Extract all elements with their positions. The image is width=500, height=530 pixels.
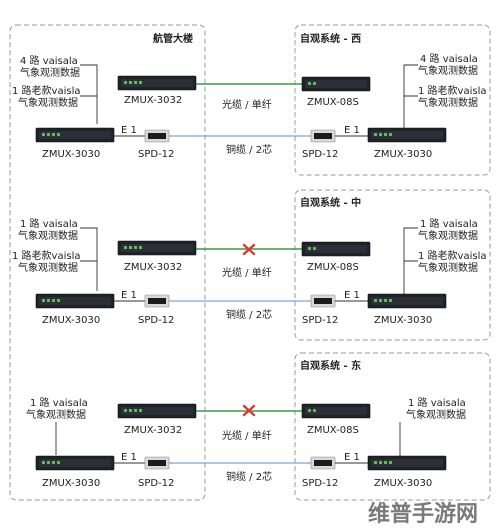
east-spd-right-label: SPD-12 [302,478,338,489]
east-zmux-3032-device [117,403,197,419]
middle-spd-left-label: SPD-12 [138,315,174,326]
middle-zmux-3030-left-device [35,293,115,309]
west-spd-left-label: SPD-12 [138,149,174,160]
east-bottom-left-device-label: ZMUX-3030 [42,478,100,489]
west-site-title: 自观系统 - 西 [300,32,361,45]
middle-copper-label: 铜缆 / 2芯 [226,308,272,321]
middle-bottom-right-device-label: ZMUX-3030 [374,315,432,326]
west-right-note-1: 4 路 vaisala [420,52,478,65]
east-top-right-device-label: ZMUX-08S [307,425,359,436]
west-bottom-left-device-label: ZMUX-3030 [42,149,100,160]
east-left-note-1: 1 路 vaisala [30,396,88,409]
middle-left-note-4: 气象观测数据 [18,261,78,274]
middle-right-bracket [403,227,418,294]
west-right-note-2: 气象观测数据 [418,64,478,77]
watermark: 维普手游网 [368,501,478,527]
middle-right-note-1: 1 路 vaisala [420,217,478,230]
east-e1-right-label: E 1 [344,452,360,463]
west-right-bracket [403,64,418,128]
west-left-note-3: 1 路老款vaisla [12,84,80,97]
middle-spd-right-label: SPD-12 [302,315,338,326]
west-right-note-3: 1 路老款vaisla [418,84,486,97]
east-site-frame [294,352,491,501]
east-right-note-1: 1 路 vaisala [408,396,466,409]
west-panel: 4 路 vaisala 气象观测数据 1 路老款vaisla 气象观测数据 ZM… [12,52,486,160]
west-e1-left-label: E 1 [121,125,137,136]
middle-fiber-break-icon [242,243,256,256]
middle-left-note-1: 1 路 vaisala [20,217,78,230]
middle-zmux-3032-device [117,240,197,256]
east-site-title: 自观系统 - 东 [300,359,361,372]
middle-right-note-2: 气象观测数据 [418,229,478,242]
west-spd-left-device [144,129,170,143]
middle-zmux-3030-right-device [367,293,447,309]
middle-spd-left-device [144,294,170,308]
west-fiber-label: 光缆 / 单纤 [222,98,272,111]
middle-e1-right-label: E 1 [344,290,360,301]
east-spd-right-device [310,456,336,470]
central-building-title: 航管大楼 [153,32,193,45]
central-building-frame [9,24,206,501]
east-fiber-label: 光缆 / 单纤 [222,429,272,442]
west-left-note-1: 4 路 vaisala [20,54,78,67]
middle-e1-left-label: E 1 [121,290,137,301]
west-zmux-3030-left-device [35,127,115,143]
east-right-note-2: 气象观测数据 [406,408,466,421]
middle-left-note-2: 气象观测数据 [18,229,78,242]
middle-zmux-08s-device [301,241,371,257]
west-left-bracket [80,64,98,124]
west-zmux-08s-device [301,76,371,92]
east-spd-left-label: SPD-12 [138,478,174,489]
middle-bottom-left-device-label: ZMUX-3030 [42,315,100,326]
west-bottom-right-device-label: ZMUX-3030 [374,149,432,160]
east-top-left-device-label: ZMUX-3032 [124,425,182,436]
west-zmux-3030-right-device [367,127,447,143]
east-panel: 1 路 vaisala 气象观测数据 ZMUX-3032 ZMUX-3030 E… [26,396,466,489]
middle-site-frame [294,189,491,341]
east-fiber-break-icon [242,404,256,417]
middle-top-right-device-label: ZMUX-08S [307,262,359,273]
west-spd-right-device [310,129,336,143]
middle-right-note-4: 气象观测数据 [418,261,478,274]
west-copper-label: 铜缆 / 2芯 [226,143,272,156]
east-copper-label: 铜缆 / 2芯 [226,470,272,483]
east-zmux-08s-device [301,403,371,419]
east-bottom-right-device-label: ZMUX-3030 [374,478,432,489]
west-top-left-device-label: ZMUX-3032 [124,95,182,106]
west-left-note-4: 气象观测数据 [18,96,78,109]
west-left-note-2: 气象观测数据 [20,66,80,79]
west-spd-right-label: SPD-12 [302,149,338,160]
middle-spd-right-device [310,294,336,308]
west-right-note-4: 气象观测数据 [418,96,478,109]
east-e1-left-label: E 1 [121,452,137,463]
middle-left-note-3: 1 路老款vaisla [12,249,80,262]
middle-top-left-device-label: ZMUX-3032 [124,262,182,273]
middle-left-bracket [80,227,98,291]
west-site-frame [294,24,491,176]
middle-right-note-3: 1 路老款vaisla [418,249,486,262]
east-spd-left-device [144,456,170,470]
middle-fiber-label: 光缆 / 单纤 [222,266,272,279]
middle-site-title: 自观系统 - 中 [300,196,361,209]
west-top-right-device-label: ZMUX-08S [307,97,359,108]
east-zmux-3030-left-device [35,455,115,471]
middle-panel: 1 路 vaisala 气象观测数据 1 路老款vaisla 气象观测数据 ZM… [12,217,486,326]
east-left-note-2: 气象观测数据 [26,408,86,421]
east-zmux-3030-right-device [367,455,447,471]
west-zmux-3032-device [117,75,197,91]
west-e1-right-label: E 1 [344,125,360,136]
